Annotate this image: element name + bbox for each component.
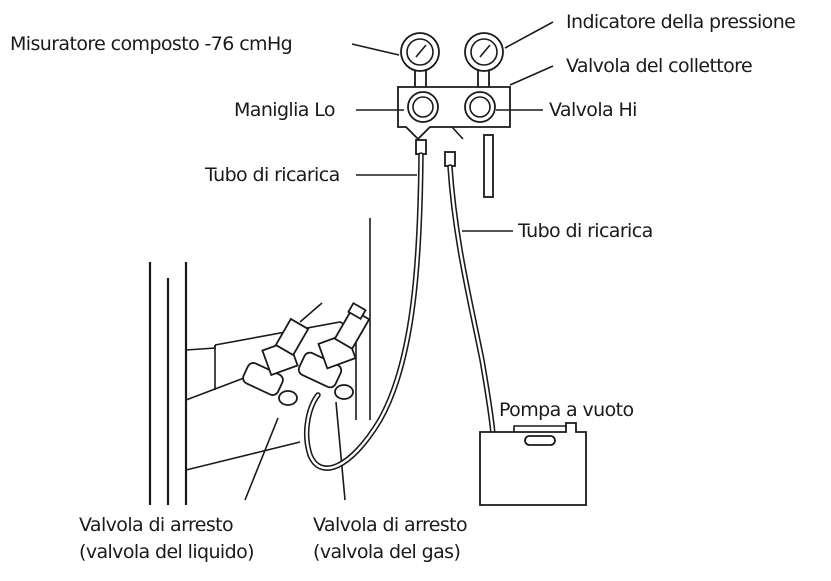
lo-handle-knob <box>407 91 439 123</box>
stop-valve-liquid <box>242 302 323 406</box>
stop-valve-liquid-label-2: (valvola del liquido) <box>79 541 255 563</box>
charging-hose-right <box>447 164 496 438</box>
leader-lines <box>244 21 554 501</box>
vacuum-pump-label: Pompa a vuoto <box>499 399 634 421</box>
stop-valve-liquid-label-1: Valvola di arresto <box>79 514 234 536</box>
vacuum-pump <box>479 422 587 506</box>
hi-valve-knob <box>464 91 496 123</box>
hi-valve-label: Valvola Hi <box>549 99 637 121</box>
manifold-valve-label: Valvola del collettore <box>566 55 753 77</box>
charge-hose-right-label: Tubo di ricarica <box>518 220 653 242</box>
lo-handle-label: Maniglia Lo <box>234 99 336 121</box>
compound-gauge-label: Misuratore composto -76 cmHg <box>10 33 293 55</box>
manifold-gauge-set <box>397 32 511 198</box>
stop-valve-gas-label-2: (valvola del gas) <box>313 541 461 563</box>
pressure-gauge-icon <box>464 32 504 72</box>
pressure-gauge-label: Indicatore della pressione <box>566 11 796 33</box>
stop-valve-gas-label-1: Valvola di arresto <box>313 514 468 536</box>
charging-hose-left <box>303 152 424 471</box>
charge-hose-left-label: Tubo di ricarica <box>205 164 340 186</box>
stop-valve-gas <box>297 301 371 400</box>
compound-gauge-icon <box>400 32 440 72</box>
